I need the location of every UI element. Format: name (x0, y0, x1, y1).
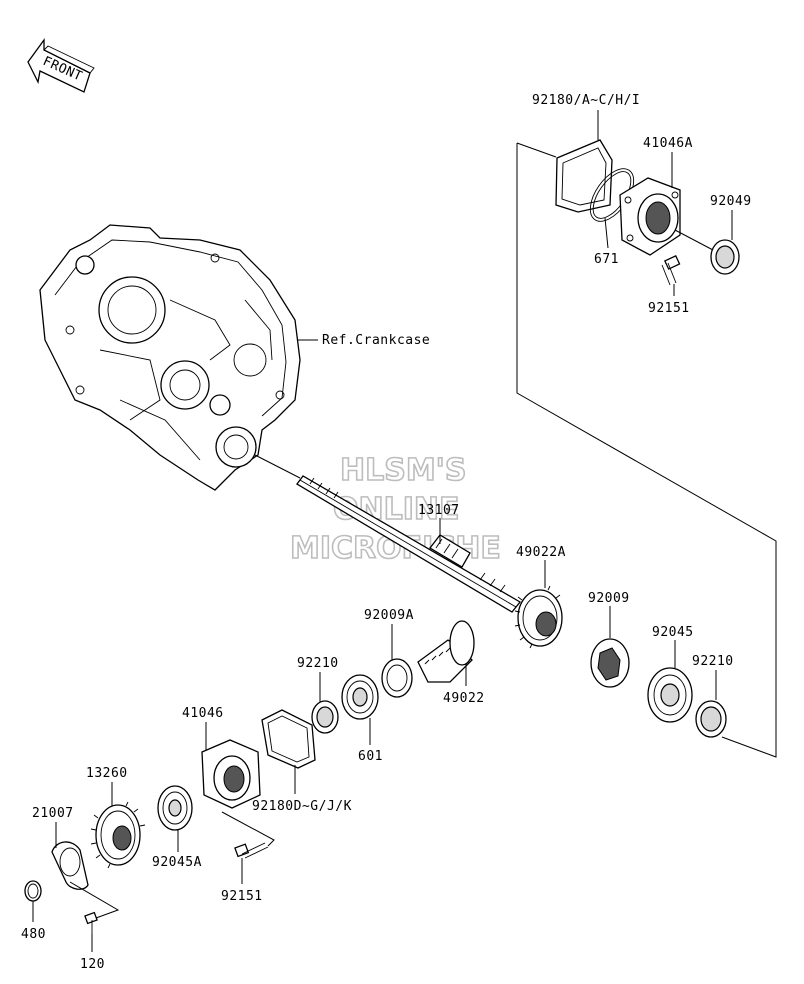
bearing-92045a (157, 785, 193, 831)
gasket-92180 (555, 139, 613, 213)
label-92151-bottom: 92151 (221, 889, 263, 904)
label-120: 120 (80, 957, 105, 972)
bearing-92045 (647, 667, 693, 723)
plate-21007 (51, 841, 89, 890)
group-bracket-right (516, 143, 777, 758)
gear-13260 (90, 801, 146, 869)
label-92180d: 92180D~G/J/K (252, 799, 352, 814)
shaft-axis-line (254, 454, 301, 479)
screw-120 (84, 911, 98, 934)
crankcase-illustration (39, 224, 301, 491)
ref-crankcase-label: Ref.Crankcase (322, 333, 430, 348)
seal-92049 (710, 239, 740, 275)
label-92045: 92045 (652, 625, 694, 640)
leader-92151-bottom-link (221, 811, 275, 847)
housing-41046 (201, 739, 261, 809)
shim-92009a (381, 658, 413, 698)
label-92049: 92049 (710, 194, 752, 209)
label-671: 671 (594, 252, 619, 267)
label-49022a: 49022A (516, 545, 566, 560)
label-92009a: 92009A (364, 608, 414, 623)
label-480: 480 (21, 927, 46, 942)
watermark: HLSM'S ONLINE MICROFICHE (289, 452, 502, 567)
bolt-92151-bottom (234, 842, 269, 859)
label-601: 601 (358, 749, 383, 764)
label-92210-right: 92210 (692, 654, 734, 669)
label-41046: 41046 (182, 706, 224, 721)
gasket-92180d (261, 709, 316, 769)
pinion-49022 (417, 620, 475, 683)
label-13107: 13107 (418, 503, 460, 518)
group-bracket-top (516, 142, 557, 158)
gear-49022a (514, 585, 563, 649)
label-92009: 92009 (588, 591, 630, 606)
label-92045a: 92045A (152, 855, 202, 870)
label-49022: 49022 (443, 691, 485, 706)
leader-671 (604, 217, 609, 249)
label-41046a: 41046A (643, 136, 693, 151)
label-92151-top: 92151 (648, 301, 690, 316)
leader-120-link (69, 881, 120, 919)
label-21007: 21007 (32, 806, 74, 821)
label-92180: 92180/A~C/H/I (532, 93, 640, 108)
front-arrow-icon: FRONT (27, 38, 95, 93)
housing-41046a (619, 177, 681, 256)
bolt-92151-top (661, 254, 681, 286)
bearing-601 (341, 674, 379, 720)
seal-92210-left (311, 700, 339, 734)
label-13260: 13260 (86, 766, 128, 781)
watermark-line-1: HLSM'S (340, 453, 466, 488)
label-92210-left: 92210 (297, 656, 339, 671)
shim-92009 (590, 638, 630, 688)
circlip-480 (24, 880, 42, 902)
seal-92210-right (695, 700, 727, 738)
